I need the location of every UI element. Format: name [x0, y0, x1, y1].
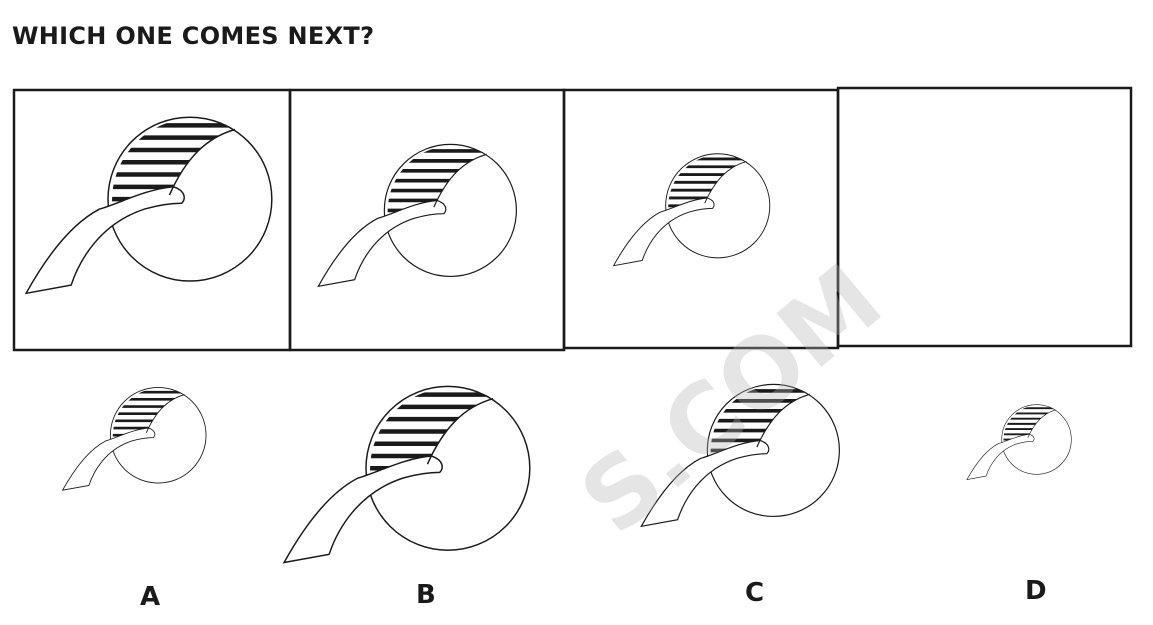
- option-c-label[interactable]: C: [745, 578, 765, 608]
- option-d-label[interactable]: D: [1025, 576, 1047, 606]
- option-b-figure: [284, 386, 530, 562]
- option-c-figure: [641, 384, 839, 526]
- option-a-figure: [63, 387, 206, 490]
- panel-4-empty: [836, 86, 1133, 348]
- panel-3: [562, 88, 840, 350]
- panel-1: [12, 88, 292, 352]
- panel-1-figure: [26, 117, 272, 293]
- sequence-grid: [12, 86, 1133, 352]
- option-b-label[interactable]: B: [416, 580, 436, 610]
- panel-2-figure: [318, 144, 516, 286]
- option-a-label[interactable]: A: [140, 582, 161, 612]
- panel-3-figure: [614, 154, 770, 266]
- panel-2: [288, 88, 566, 352]
- question-title: WHICH ONE COMES NEXT?: [12, 22, 375, 50]
- option-d-figure: [967, 405, 1071, 480]
